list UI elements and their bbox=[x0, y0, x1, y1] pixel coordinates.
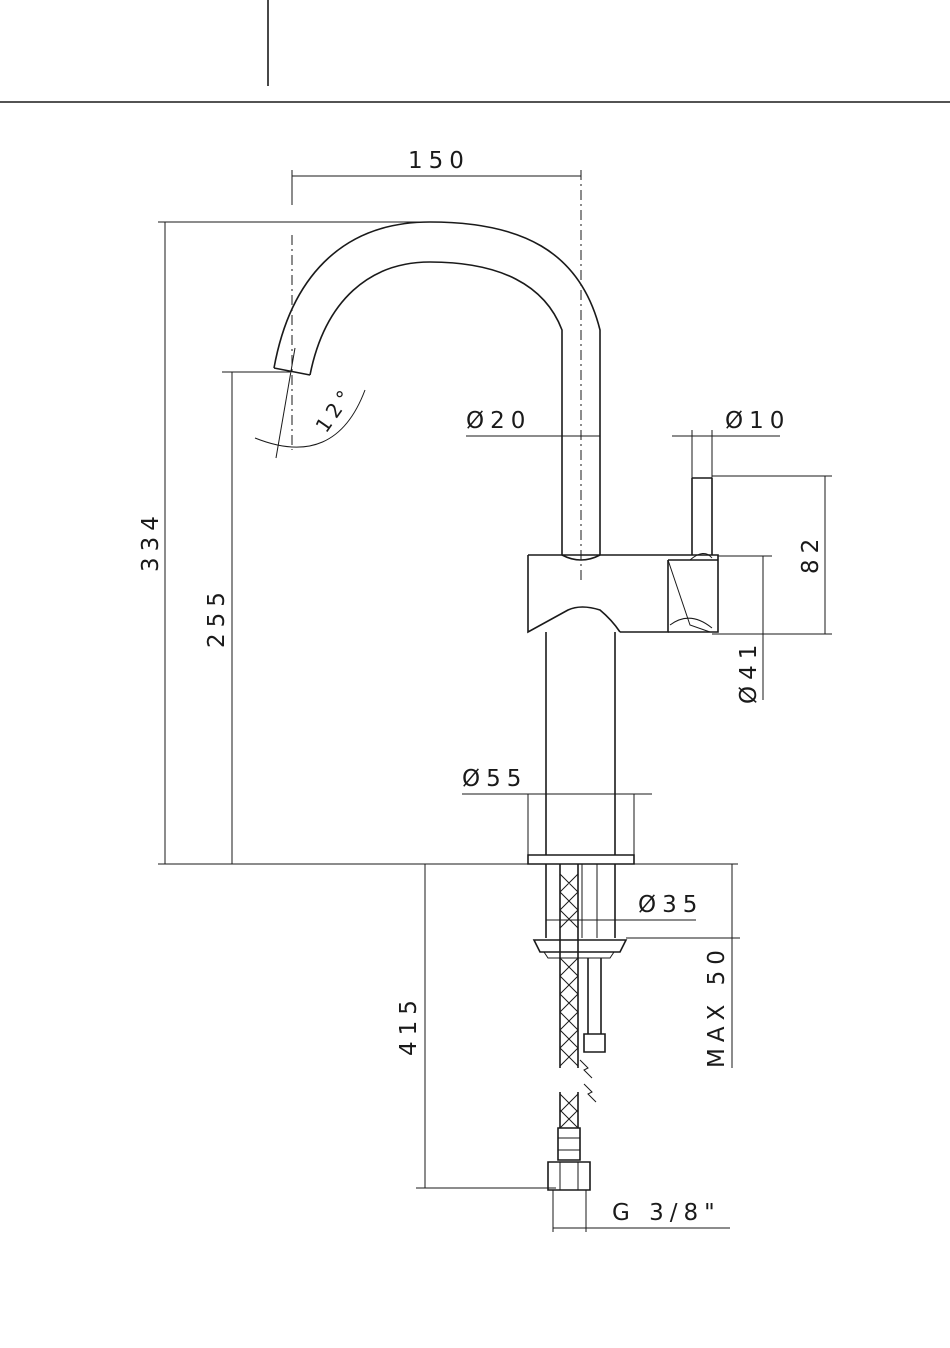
dim-spout-angle: 12° bbox=[310, 382, 359, 437]
dim-max-deck-thickness: MAX 50 bbox=[704, 944, 730, 1068]
dimension-lines bbox=[158, 170, 832, 1232]
dim-overall-height: 334 bbox=[138, 510, 164, 572]
mounting-shank bbox=[534, 864, 626, 958]
dim-lever-diameter: Ø10 bbox=[725, 408, 790, 434]
dim-lever-height: 82 bbox=[798, 533, 824, 574]
base-flange bbox=[528, 855, 634, 864]
column bbox=[546, 632, 615, 855]
dim-connection-thread: G 3/8" bbox=[612, 1200, 721, 1226]
flexible-hoses bbox=[548, 864, 605, 1190]
title-block-frame bbox=[0, 0, 950, 102]
dim-spout-diameter: Ø20 bbox=[466, 408, 531, 434]
dim-spout-reach: 150 bbox=[408, 148, 470, 174]
dim-body-diameter: Ø41 bbox=[736, 639, 762, 704]
faucet-outline bbox=[274, 222, 718, 1190]
dim-shank-diameter: Ø35 bbox=[638, 892, 703, 918]
spout-inner-curve bbox=[310, 262, 562, 380]
dim-base-diameter: Ø55 bbox=[462, 766, 527, 792]
mixer-body bbox=[528, 553, 718, 632]
spout-outer-curve bbox=[274, 222, 600, 388]
dim-hose-length: 415 bbox=[396, 994, 422, 1056]
lever-handle bbox=[692, 478, 712, 555]
dim-spout-height: 255 bbox=[204, 586, 230, 648]
centerlines bbox=[292, 170, 581, 580]
